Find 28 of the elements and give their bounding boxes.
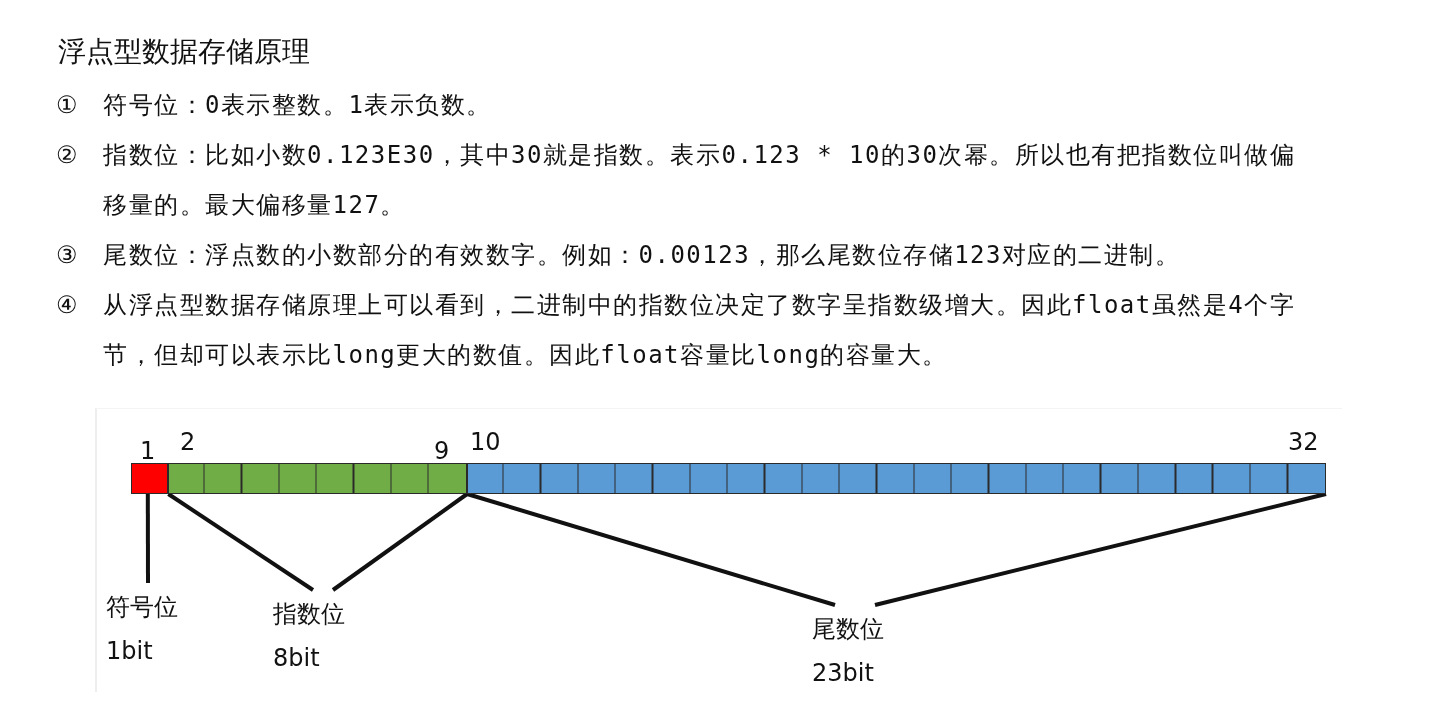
leader-line xyxy=(145,494,150,583)
leader-line xyxy=(874,492,1327,607)
field-name: 指数位 xyxy=(273,600,346,628)
list-item-text: 从浮点型数据存储原理上可以看到，二进制中的指数位决定了数字呈指数级增大。因此float虽然是4个字节，但却可以表示比long更大的数值。因此float容量比long的容量大。 xyxy=(103,290,1297,371)
field-name: 尾数位 xyxy=(812,615,885,643)
list-item-text: 符号位：0表示整数。1表示负数。 xyxy=(103,90,493,121)
bit-number: 32 xyxy=(1288,428,1319,456)
field-name: 符号位 xyxy=(106,593,179,621)
sign-bit-cell xyxy=(131,463,169,494)
bit-number: 10 xyxy=(470,428,501,456)
bit-number: 9 xyxy=(434,437,450,465)
list-number: ② xyxy=(56,140,80,171)
heading: 浮点型数据存储原理 xyxy=(58,34,310,70)
bit-number: 2 xyxy=(180,428,196,456)
leader-line xyxy=(167,492,315,592)
bit-number: 1 xyxy=(140,437,156,465)
mantissa-bits-bar xyxy=(467,463,1326,494)
bit-count: 1bit xyxy=(106,637,154,665)
list-number: ① xyxy=(56,90,80,121)
list-number: ④ xyxy=(56,290,80,321)
list-item-text: 尾数位：浮点数的小数部分的有效数字。例如：0.00123，那么尾数位存储123对应的二进制。 xyxy=(103,240,1182,271)
list-item-text: 指数位：比如小数0.123E30，其中30就是指数。表示0.123 * 10的30次幂。所以也有把指数位叫做偏移量的。最大偏移量127。 xyxy=(103,140,1297,221)
bit-count: 23bit xyxy=(812,659,875,687)
bit-count: 8bit xyxy=(273,644,321,672)
leader-line xyxy=(331,492,469,592)
leader-line xyxy=(466,492,836,607)
exponent-bits-bar xyxy=(168,463,468,494)
list-number: ③ xyxy=(56,240,80,271)
